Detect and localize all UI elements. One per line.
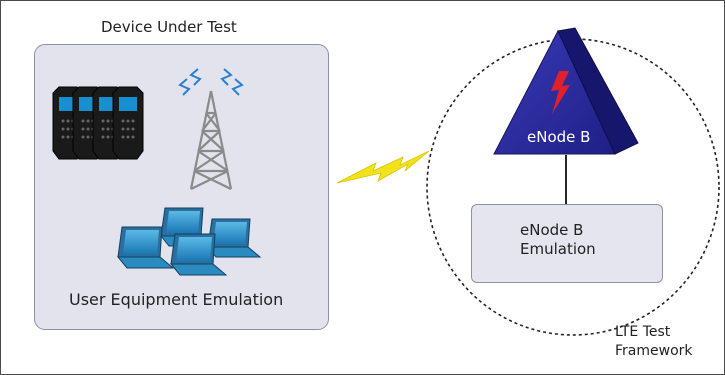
- mobile-phone-icon: [52, 86, 144, 160]
- enodeb-pyramid-icon: [493, 27, 639, 155]
- cell-tower-icon: [178, 68, 244, 190]
- device-under-test-title: Device Under Test: [101, 18, 237, 36]
- enodeb-emulation-label: eNode B Emulation: [520, 221, 650, 259]
- lte-framework-line2: Framework: [615, 343, 693, 359]
- user-equipment-emulation-label: User Equipment Emulation: [69, 290, 284, 309]
- enodeb-label: eNode B: [527, 128, 591, 146]
- enodeb-emulation-line2: Emulation: [520, 240, 596, 258]
- lte-framework-line1: LTE Test: [615, 324, 671, 340]
- enodeb-bolt-icon: [551, 71, 570, 114]
- lightning-bolt-icon: [336, 150, 430, 184]
- laptop-icon: [116, 207, 262, 276]
- lte-test-framework-label: LTE Test Framework: [615, 323, 724, 361]
- enodeb-emulation-line1: eNode B: [520, 221, 584, 239]
- enodeb-emulation-box: [471, 204, 663, 283]
